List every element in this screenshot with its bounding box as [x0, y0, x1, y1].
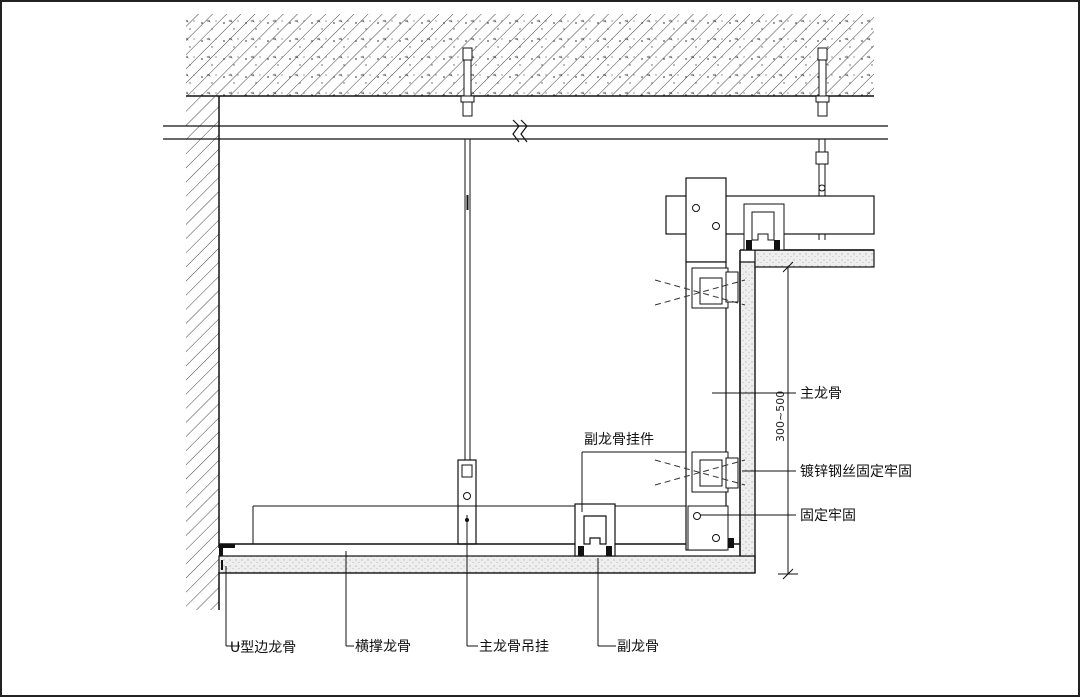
u-edge-keel [219, 544, 235, 570]
leader-lines [225, 392, 796, 647]
concrete-slab [186, 14, 874, 97]
cross-brace-keel [252, 505, 692, 544]
dimension-text: 300~500 [774, 391, 787, 442]
label-secondary-keel: 副龙骨 [617, 639, 659, 655]
main-keel-upper [665, 177, 875, 263]
label-fixed: 固定牢固 [800, 508, 856, 524]
ceiling-board-vertical [219, 250, 756, 574]
main-keel-vertical [654, 261, 746, 551]
anchor-bolt-left [460, 47, 475, 117]
label-u-edge-keel: U型边龙骨 [230, 640, 296, 656]
secondary-keel [574, 503, 616, 557]
dimension-line: 300~500 [774, 261, 798, 580]
anchor-bolt-right [815, 47, 830, 117]
label-secondary-keel-hanger: 副龙骨挂件 [584, 432, 654, 448]
label-galvanized-wire: 镀锌钢丝固定牢固 [800, 463, 912, 480]
label-cross-brace-keel: 横撑龙骨 [355, 639, 411, 655]
label-main-keel: 主龙骨 [800, 386, 842, 402]
ceiling-board-horizontal [218, 543, 756, 574]
left-wall [186, 96, 220, 610]
ceiling-board-upper [740, 249, 875, 268]
main-keel-hanger-bracket [457, 459, 477, 545]
label-main-keel-hanger: 主龙骨吊挂 [479, 639, 549, 655]
hanger-rod-left [464, 139, 471, 460]
beam-band [163, 119, 888, 143]
